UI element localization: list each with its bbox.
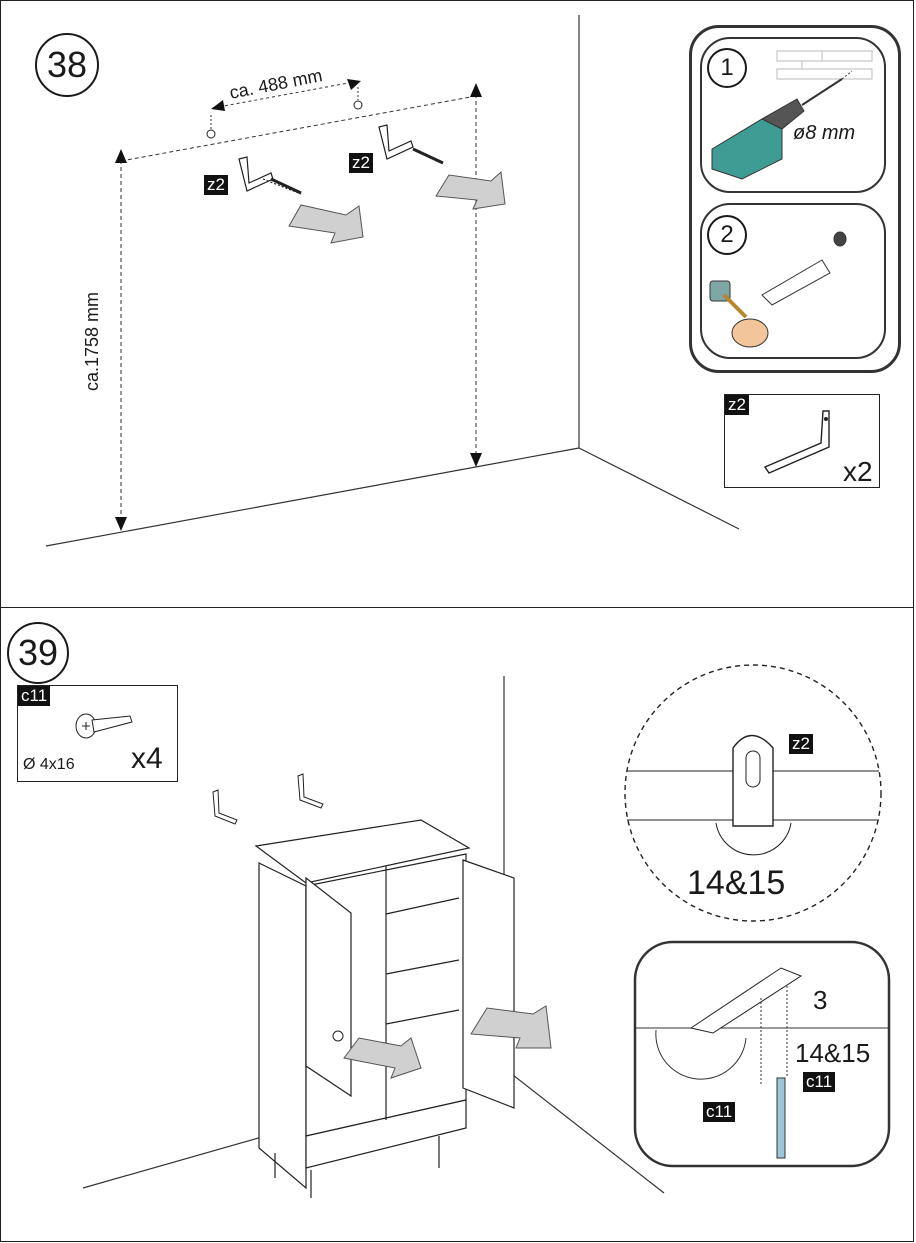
detail2-label-mid: 14&15	[795, 1038, 871, 1068]
screw-icon	[75, 713, 133, 739]
detail-panel-label: 14&15	[687, 864, 786, 902]
detail-tag-z2: z2	[789, 734, 813, 754]
screw-size-label: Ø 4x16	[23, 756, 75, 773]
bracket-tag-right: z2	[349, 153, 373, 173]
drill-size-label: ø8 mm	[793, 122, 856, 144]
bracket-tag-left: z2	[204, 175, 228, 195]
step-number-39: 39	[7, 622, 69, 684]
step-39-panel: 39 c11 Ø 4x16 x4 z2 14&15 3 14&15 c11 c1…	[0, 607, 914, 1242]
height-dimension-label: ca.1758 mm	[82, 291, 103, 392]
wardrobe	[254, 819, 515, 1198]
detail2-screw-tag-right: c11	[803, 1072, 836, 1092]
part-quantity: x2	[843, 456, 873, 487]
wardrobe-install-drawing	[82, 664, 891, 1198]
part-z2-box	[724, 394, 880, 488]
step-number-38: 38	[35, 33, 99, 97]
part-tag-z2: z2	[725, 395, 749, 415]
bracket-right	[378, 124, 444, 165]
drill-icon	[711, 50, 873, 180]
l-bracket-icon	[763, 410, 830, 474]
wall-plug-icon	[709, 231, 847, 348]
wall-install-drawing	[45, 15, 740, 547]
drill-step-badge: 1	[707, 48, 747, 88]
anchor-step-badge: 2	[707, 215, 747, 255]
step-38-panel: 38 ca. 488 mm ca.1758 mm z2 z2 1 ø8 mm 2	[0, 0, 914, 608]
screw-quantity: x4	[131, 742, 163, 775]
bracket-left	[238, 156, 302, 195]
part-tag-c11: c11	[18, 686, 51, 706]
detail2-label-top: 3	[813, 985, 828, 1015]
detail2-screw-tag-left: c11	[703, 1102, 736, 1122]
